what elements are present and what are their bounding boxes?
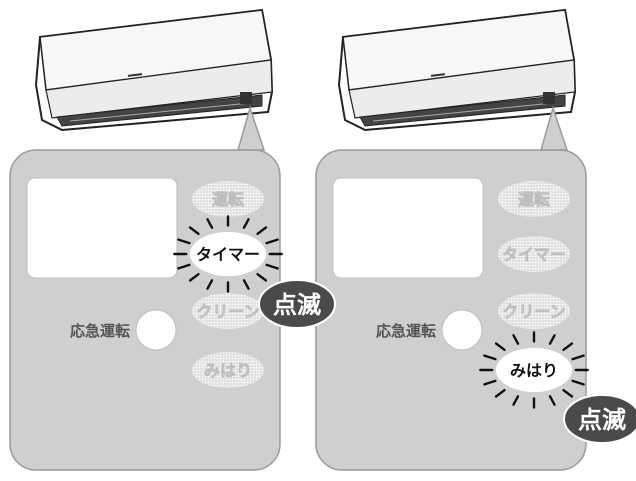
blink-ray [256,226,268,236]
indicator-mihari: みはり [479,331,589,409]
emergency-run-label: 応急運転 [376,322,436,340]
blink-ray [188,226,200,236]
indicator-clean: クリーン [192,293,264,329]
blink-ray [494,388,506,398]
right-air-conditioner-unit [337,8,577,151]
indicator-mihari: みはり [192,352,264,388]
indicator-unlit-glow [192,293,264,329]
indicator-unten: 運転 [498,181,570,217]
indicator-unlit-glow [192,352,264,388]
emergency-run-label: 応急運転 [70,322,130,340]
blink-ray [571,379,585,386]
indicator-label: タイマー [196,245,260,264]
blink-ray [265,263,279,270]
blink-ray [562,342,574,352]
blink-callout: 点滅 [258,279,336,329]
display-window [332,177,484,279]
indicator-label: クリーン [502,302,565,321]
indicator-unlit-glow [498,236,570,272]
indicator-label: 運転 [212,190,244,209]
callout-label: 点滅 [578,406,626,434]
indicator-unlit-glow [498,293,570,329]
blink-ray [562,388,574,398]
indicator-label: 運転 [518,190,550,209]
blink-ray [483,379,497,386]
blink-ray [188,272,200,282]
blink-ray [512,334,520,345]
blink-ray [177,263,191,270]
indicator-label: みはり [510,361,558,380]
emergency-run-button[interactable] [135,309,177,351]
blink-ray [548,395,556,406]
blink-ray [265,238,279,245]
indicator-label: タイマー [502,245,566,264]
indicator-unlit-glow [498,181,570,217]
blink-ray [571,354,585,361]
left-air-conditioner-unit [34,8,274,151]
blink-ray [177,238,191,245]
emergency-run-button[interactable] [441,309,483,351]
blink-ray [483,354,497,361]
indicator-label: クリーン [196,302,259,321]
indicator-timer: タイマー [498,236,570,272]
callout-label: 点滅 [273,291,321,319]
indicator-label: みはり [204,361,252,380]
display-window [26,177,178,279]
blink-ray [494,342,506,352]
callout-bubble [563,394,636,444]
indicator-clean: クリーン [498,293,570,329]
blink-ray [242,279,250,290]
indicator-lit-glow [496,348,572,392]
blink-ray [512,395,520,406]
blink-ray [206,279,214,290]
indicator-lit-glow [190,232,266,276]
indicator-unten: 運転 [192,181,264,217]
blink-ray [242,218,250,229]
blink-callout: 点滅 [563,394,636,444]
blink-ray [548,334,556,345]
blink-ray [206,218,214,229]
blink-ray [256,272,268,282]
indicator-timer: タイマー [173,215,283,293]
indicator-unlit-glow [192,181,264,217]
callout-bubble [258,279,336,329]
